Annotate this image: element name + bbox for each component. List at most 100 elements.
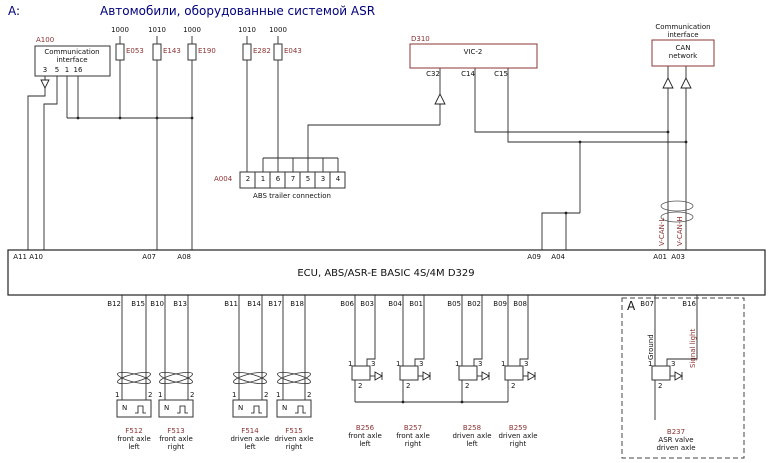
sensor-pin: 2	[307, 391, 312, 399]
valve-pin: 1	[648, 360, 653, 368]
trailer-connector-id: A004	[214, 175, 233, 183]
a100-pin: 16	[73, 66, 83, 74]
valve-pin: 3	[524, 360, 529, 368]
ecu-bottom-pin: B06	[340, 300, 354, 308]
resistor-id: E053	[126, 47, 144, 55]
ecu-top-pin: A09	[527, 253, 541, 261]
ecu-bottom-pin: B13	[173, 300, 187, 308]
sensor-desc: left	[244, 443, 256, 451]
valve-pin: 1	[396, 360, 401, 368]
a100-pin: 1	[64, 66, 70, 74]
valve-desc: front axle	[348, 432, 382, 440]
sensor-id: F512	[125, 427, 143, 435]
can-network-label-line2: network	[668, 52, 698, 60]
ecu-bottom-pin: B02	[467, 300, 481, 308]
a100-pin: 3	[42, 66, 48, 74]
valve-desc: driven axle	[452, 432, 492, 440]
valve-id: B257	[403, 424, 423, 432]
diagram-title: Автомобили, оборудованные системой ASR	[100, 4, 376, 18]
vic-pin: C32	[426, 70, 440, 78]
connector-arrow-icons	[40, 76, 692, 381]
ecu-top-pin: A07	[142, 253, 156, 261]
valve-pin: 1	[501, 360, 506, 368]
v-can-l-label: V-CAN-L	[658, 217, 666, 246]
valve-pin: 1	[348, 360, 353, 368]
sensor-pin: 2	[264, 391, 269, 399]
asr-valve-desc: driven axle	[656, 444, 696, 452]
resistor-value: 1000	[183, 26, 201, 34]
vic-pin: C15	[494, 70, 508, 78]
sensor-coil-icons	[117, 371, 311, 385]
ecu-bottom-pin: B05	[447, 300, 461, 308]
sensor-symbol: N	[122, 404, 128, 412]
sensor-desc: driven axle	[230, 435, 270, 443]
sensor-pin: 1	[158, 391, 163, 399]
sensor-desc: right	[285, 443, 303, 451]
vic-label: VIC-2	[463, 48, 483, 56]
resistor-id: E190	[198, 47, 216, 55]
sensor-pin: 1	[276, 391, 281, 399]
sensor-symbol: N	[164, 404, 170, 412]
valve-pin: 3	[419, 360, 424, 368]
valve-desc: left	[466, 440, 478, 448]
valve-pin: 3	[478, 360, 483, 368]
component-boxes	[7, 39, 766, 459]
ecu-top-pin: A08	[177, 253, 191, 261]
resistor-value: 1000	[269, 26, 287, 34]
ecu-top-pin: A03	[671, 253, 685, 261]
resistor-value: 1000	[111, 26, 129, 34]
diagram-variant-label: A:	[8, 4, 21, 18]
trailer-pin: 7	[290, 175, 296, 183]
trailer-pin: 5	[305, 175, 311, 183]
valve-pin: 2	[658, 382, 663, 390]
asr-valve-id: B237	[666, 428, 686, 436]
ecu-bottom-pin: B11	[224, 300, 238, 308]
trailer-pin: 3	[320, 175, 326, 183]
v-can-h-label: V-CAN-H	[676, 216, 684, 246]
valve-pin: 2	[358, 382, 363, 390]
resistor-value: 1010	[238, 26, 256, 34]
sensor-pin: 2	[148, 391, 153, 399]
ecu-top-pin: A10	[29, 253, 43, 261]
ecu-bottom-pin: B17	[268, 300, 282, 308]
junction-dots	[76, 116, 688, 404]
valve-pin: 2	[465, 382, 470, 390]
ecu-bottom-pin: B16	[682, 300, 696, 308]
sensor-desc: front axle	[159, 435, 193, 443]
sensor-pin: 1	[115, 391, 120, 399]
valve-id: B256	[355, 424, 375, 432]
a100-pin: 5	[54, 66, 60, 74]
resistor-value: 1010	[148, 26, 166, 34]
trailer-pin: 2	[245, 175, 251, 183]
square-wave-icons	[135, 405, 306, 414]
wires	[27, 36, 698, 420]
ecu-bottom-pin: B08	[513, 300, 527, 308]
ecu-bottom-pin: B01	[409, 300, 423, 308]
ecu-title: ECU, ABS/ASR-E BASIC 4S/4M D329	[297, 268, 475, 279]
vic-id: D310	[411, 35, 430, 43]
sensor-symbol: N	[282, 404, 288, 412]
resistor-id: E282	[253, 47, 271, 55]
valve-id: B259	[508, 424, 528, 432]
signal-light-wire-label: Signal light	[689, 328, 697, 368]
asr-valve-desc: ASR valve	[658, 436, 694, 444]
valve-pin: 3	[671, 360, 676, 368]
variant-a-label: A	[627, 299, 636, 313]
trailer-pin: 1	[260, 175, 266, 183]
sensor-id: F513	[167, 427, 185, 435]
ecu-bottom-pin: B14	[247, 300, 261, 308]
sensor-pin: 1	[232, 391, 237, 399]
ground-wire-label: Ground	[647, 334, 655, 360]
resistor-id: E043	[284, 47, 302, 55]
sensor-id: F515	[285, 427, 303, 435]
asr-variant-dashed-box	[621, 297, 745, 459]
ecu-bottom-pin: B07	[640, 300, 654, 308]
ecu-top-pin: A01	[653, 253, 667, 261]
twisted-pair-icon	[660, 200, 694, 223]
resistor-id: E143	[163, 47, 181, 55]
ecu-top-pin: A11	[13, 253, 27, 261]
sensor-desc: driven axle	[274, 435, 314, 443]
valve-pin: 2	[406, 382, 411, 390]
